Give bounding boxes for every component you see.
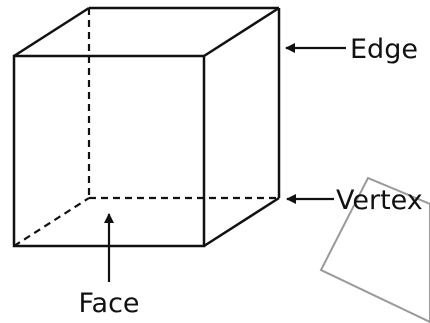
edge-top-left-depth [13, 6, 90, 58]
hidden-edges [13, 8, 279, 247]
vertex-label: Vertex [336, 185, 423, 216]
edge-top-right-depth [203, 6, 280, 58]
edge-bottom-right-depth [203, 196, 280, 248]
edge-label: Edge [350, 34, 418, 65]
face-label: Face [78, 288, 139, 319]
label-arrows [104, 43, 346, 282]
overlay-square-shape [319, 176, 430, 323]
hidden-edge-depth [13, 197, 90, 247]
visible-edges [12, 6, 281, 248]
